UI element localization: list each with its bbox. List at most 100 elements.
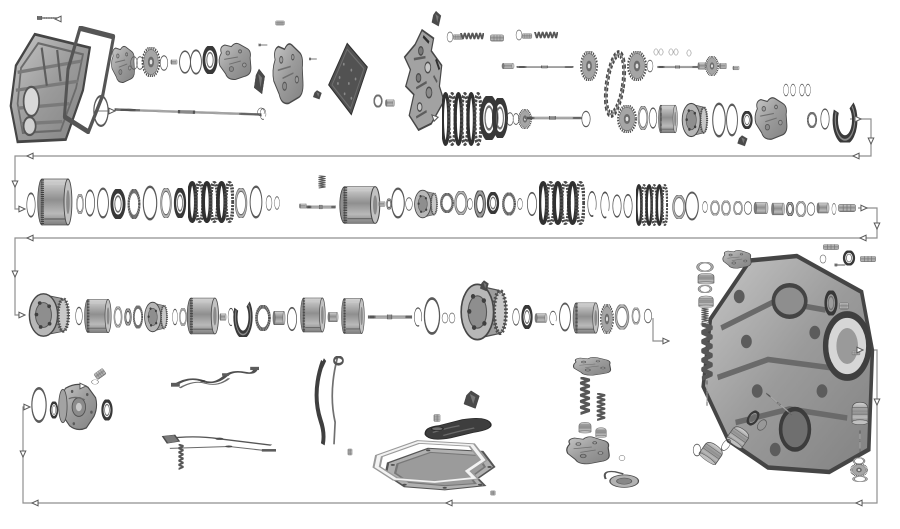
clutch-drum-shape	[38, 179, 72, 225]
differential-carrier	[572, 301, 600, 335]
flow-arrow-icon	[11, 270, 19, 278]
pump-cover	[110, 45, 135, 83]
spring-shape	[578, 377, 592, 415]
output-shaft	[368, 315, 411, 319]
o-ring	[646, 59, 654, 73]
o-ring-shape	[618, 455, 626, 461]
o-ring	[142, 185, 158, 221]
o-ring-shape	[711, 102, 727, 138]
pan-bolt	[37, 15, 57, 21]
pump-seal-shape	[204, 48, 216, 73]
drive-sprocket-shape	[580, 51, 598, 81]
output-stub-shape	[838, 204, 856, 212]
servo-cover-shape	[697, 273, 715, 285]
pilot-shape	[299, 203, 307, 209]
o-ring-shape	[558, 302, 572, 332]
o-ring	[274, 196, 280, 210]
bracket-shape	[431, 11, 442, 27]
cone-shape	[385, 99, 395, 107]
spring-retainer	[476, 193, 485, 216]
flow-arrow-glyph	[867, 137, 875, 145]
o-ring	[26, 192, 36, 218]
snap-ring	[600, 191, 610, 219]
retainer-spring-shape	[318, 175, 326, 189]
hub	[378, 201, 386, 207]
race-shape	[454, 191, 468, 215]
o-ring-shape	[725, 103, 739, 137]
reverse-housing-shape	[186, 296, 220, 336]
dipstick-tube	[317, 357, 343, 444]
turbine-shaft-shape	[306, 203, 336, 211]
bearing-shape	[132, 305, 144, 329]
seal-shape	[522, 306, 531, 327]
flow-line	[14, 118, 872, 210]
filter-neck	[433, 414, 441, 422]
valve-cap-shape	[501, 63, 515, 69]
speed-sensor-shape	[93, 367, 107, 381]
washer-shape	[697, 285, 713, 293]
seal-shape	[842, 250, 856, 266]
o-ring-shape	[142, 185, 158, 221]
roller-clutch	[143, 301, 169, 333]
axle-shaft	[116, 108, 260, 116]
o-ring	[467, 198, 473, 210]
clutch-housing	[835, 100, 854, 140]
o-ring-shape	[790, 83, 796, 97]
spacer-plate	[327, 42, 369, 116]
spring-retainer-shape	[476, 193, 485, 216]
cover-seal	[696, 262, 714, 272]
cap	[732, 65, 740, 71]
gear	[705, 56, 719, 76]
parking-gear	[341, 297, 365, 335]
washer	[631, 307, 641, 325]
o-ring-shape	[172, 308, 178, 326]
o-ring	[831, 203, 837, 215]
clutch-pack	[539, 181, 585, 225]
o-ring	[805, 83, 811, 97]
o-ring	[405, 197, 413, 211]
sprag-clutch-shape	[439, 193, 455, 213]
o-ring-shape	[178, 50, 192, 74]
reaction-hub	[771, 202, 785, 216]
valve-body-shape	[403, 28, 446, 132]
flow-arrow-icon	[23, 403, 31, 411]
washer-shape	[113, 306, 123, 328]
stem	[858, 430, 862, 452]
flow-arrow-icon	[11, 180, 19, 188]
parking-gear-shape	[341, 297, 365, 335]
o-ring-shape	[84, 189, 96, 217]
clutch-hub-shape	[681, 102, 709, 138]
o-ring	[653, 48, 659, 56]
flow-arrow-icon	[26, 234, 34, 242]
final-drive-ring-gear	[461, 284, 506, 339]
servo-pin	[705, 380, 709, 406]
screen-shape	[253, 68, 265, 95]
flow-arrow-icon	[662, 337, 670, 345]
input-housing-shape	[442, 94, 481, 144]
accumulator-piston	[851, 401, 869, 426]
flow-arrow-glyph	[108, 107, 116, 115]
o-ring	[189, 49, 203, 75]
accumulator-piston-shape	[851, 401, 869, 426]
flow-arrow-glyph	[18, 311, 26, 319]
bolt-shape	[258, 43, 268, 47]
o-ring	[623, 193, 633, 219]
wedge	[737, 135, 748, 147]
gear	[850, 463, 868, 477]
o-ring	[668, 48, 674, 56]
race	[454, 191, 468, 215]
splined-hub	[658, 104, 678, 134]
o-ring-shape	[441, 312, 449, 324]
bearing	[132, 305, 144, 329]
turbine-shaft	[306, 203, 336, 211]
flow-arrow-icon	[873, 398, 881, 406]
o-ring-shape	[658, 48, 664, 56]
o-ring	[686, 49, 692, 57]
collar	[719, 63, 727, 69]
plug-shape	[839, 302, 849, 310]
flow-arrow-glyph	[445, 499, 453, 507]
sprag-clutch	[439, 193, 455, 213]
o-ring-shape	[423, 297, 441, 335]
piston-housing	[84, 298, 112, 334]
